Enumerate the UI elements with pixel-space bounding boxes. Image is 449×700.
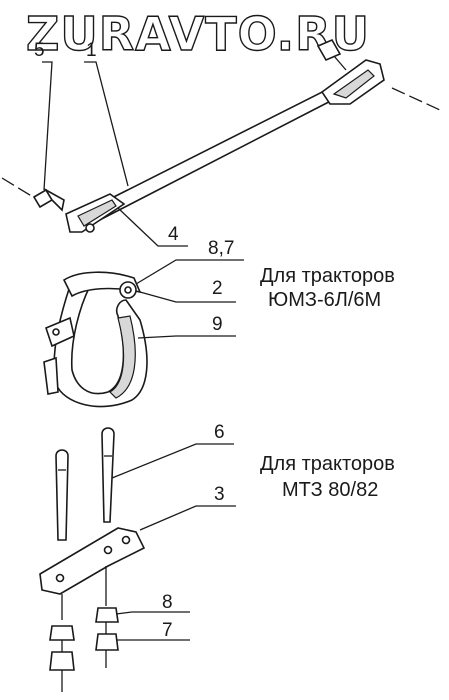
callout-8: 8 bbox=[162, 592, 173, 613]
callout-9: 9 bbox=[212, 314, 223, 335]
clamp-band-serrated bbox=[109, 315, 136, 399]
leader-8-7 bbox=[135, 259, 244, 285]
watermark-text: ZURAVTO.RU bbox=[26, 7, 370, 61]
rod-fork-left-hole bbox=[85, 223, 95, 233]
caption-umz-line2: ЮМЗ-6Л/6М bbox=[268, 289, 381, 311]
bracket-assembly bbox=[39, 427, 236, 692]
nut-left-8 bbox=[49, 625, 75, 641]
callout-7: 7 bbox=[162, 620, 173, 641]
clamp-lug-left bbox=[45, 316, 75, 348]
leader-6 bbox=[111, 443, 234, 479]
caption-mtz-line1: Для тракторов bbox=[260, 453, 395, 475]
bracket-hole-right bbox=[121, 535, 131, 545]
leader-1 bbox=[84, 61, 129, 187]
callout-3: 3 bbox=[214, 484, 225, 505]
callout-2: 2 bbox=[212, 278, 223, 299]
callout-8-7: 8,7 bbox=[208, 238, 234, 259]
leader-3 bbox=[139, 505, 236, 531]
stud-6 bbox=[101, 427, 115, 523]
axis-line-right bbox=[391, 87, 441, 111]
rod-fork-right-slot bbox=[332, 69, 375, 99]
nut-left-7 bbox=[49, 651, 75, 671]
bolt-right-shank bbox=[333, 55, 347, 71]
clamp-assembly bbox=[43, 259, 244, 408]
caption-mtz-line2: МТЗ 80/82 bbox=[282, 479, 378, 501]
bolt-right bbox=[316, 38, 342, 62]
bracket-hole-left bbox=[55, 573, 65, 583]
rod-body bbox=[82, 78, 354, 226]
axis-line-left bbox=[1, 177, 39, 201]
leader-2 bbox=[139, 291, 236, 303]
clamp-lug-hole bbox=[52, 328, 60, 336]
callout-6: 6 bbox=[214, 422, 225, 443]
leader-5 bbox=[42, 61, 53, 191]
leader-4 bbox=[117, 207, 188, 247]
nut-right-7 bbox=[95, 633, 119, 651]
bolt-5-shank bbox=[43, 187, 65, 212]
leader-8 bbox=[115, 611, 190, 615]
bracket-hole-mid bbox=[103, 545, 113, 555]
rod-assembly bbox=[1, 38, 441, 247]
stud-left bbox=[55, 449, 69, 541]
rod-fork-left-slot bbox=[77, 199, 117, 227]
callout-1: 1 bbox=[86, 40, 97, 61]
caption-umz-line1: Для тракторов bbox=[260, 265, 395, 287]
nut-right-8 bbox=[95, 607, 119, 623]
callout-4: 4 bbox=[168, 224, 179, 245]
bracket-plate-3 bbox=[39, 527, 146, 595]
callout-5: 5 bbox=[34, 40, 45, 61]
leader-9 bbox=[137, 335, 236, 339]
nut-8-7-hole bbox=[124, 286, 132, 294]
clamp-lower-lug bbox=[43, 356, 59, 395]
